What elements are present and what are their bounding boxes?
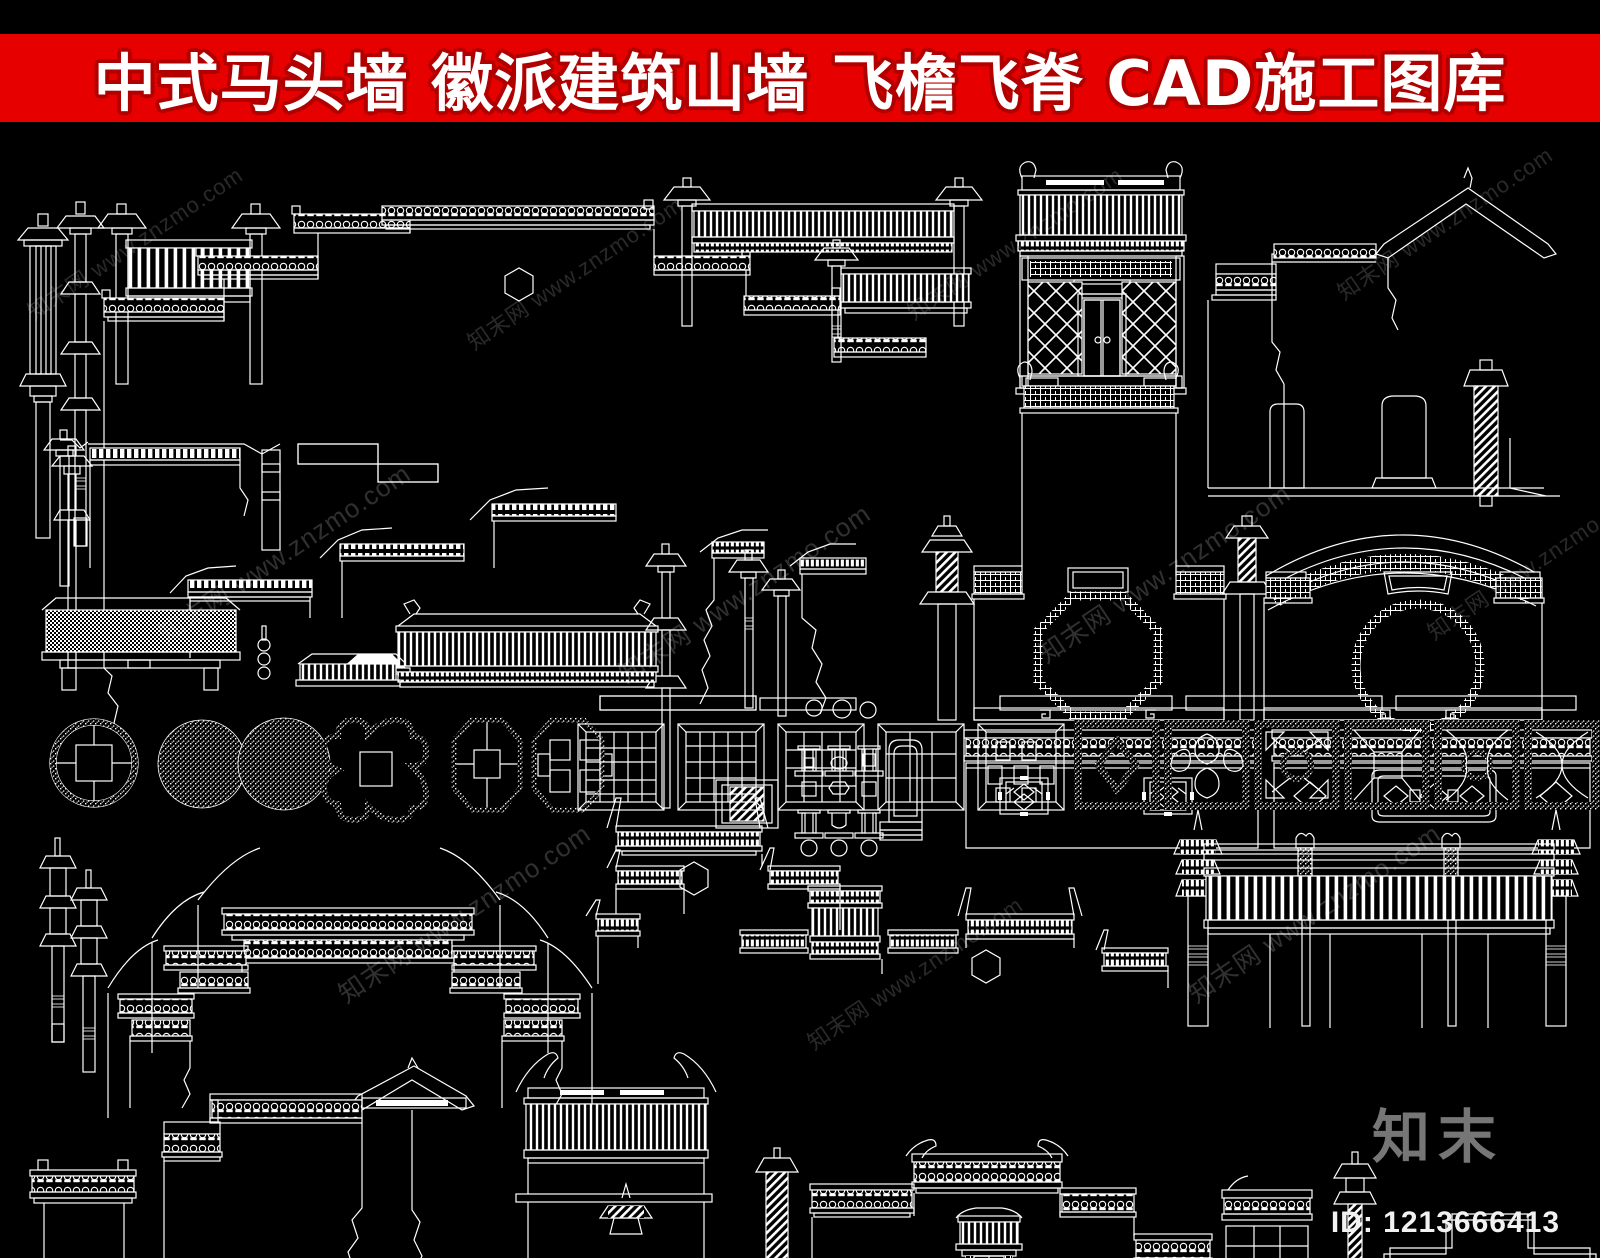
stepped-wall-far-right	[1383, 1213, 1597, 1258]
flying-eave-cornice	[42, 429, 867, 809]
circular-moon-gate-wall	[1263, 534, 1545, 733]
banner-background	[0, 34, 1600, 122]
pavilion-roof-elevation	[515, 1052, 717, 1258]
cad-drawing-canvas	[0, 148, 1600, 1258]
lattice-gate-elevation	[1015, 161, 1187, 395]
roof-tile-detail	[41, 597, 659, 691]
znzmo-logo: 知末	[1371, 1103, 1504, 1171]
gable-wall-bottom	[161, 1056, 476, 1258]
square-motif-blocks	[1074, 720, 1600, 810]
stepped-horse-head-wall	[101, 199, 927, 737]
ornate-finial-columns	[16, 201, 106, 669]
stepped-horse-head-wall-bottom	[585, 797, 1169, 988]
balustrade-railing-2[interactable]	[662, 177, 984, 327]
railing-bench-detail	[29, 1159, 137, 1258]
lattice-door-panel	[1221, 1175, 1313, 1258]
lattice-window-wall	[963, 729, 1593, 849]
square-lattice-patterns	[577, 723, 1065, 811]
courtyard-gate-wall	[754, 1139, 1213, 1258]
roof-boss-ornaments	[599, 695, 1577, 719]
page-title: 中式马头墙 徽派建筑山墙 飞檐飞脊 CAD施工图库	[93, 47, 1507, 120]
title-banner: 中式马头墙 徽派建筑山墙 飞檐飞脊 CAD施工图库	[0, 0, 1600, 148]
multi-tier-horse-head-wall	[107, 847, 593, 1118]
tall-ornate-post	[1332, 1151, 1378, 1258]
asset-id-tag: ID: 1213666413	[1330, 1206, 1560, 1239]
ornate-balustrade-posts[interactable]	[1173, 809, 1581, 1028]
hexagonal-window-opening	[504, 267, 534, 302]
ornate-finial-columns-bottom	[39, 837, 108, 1073]
gable-wall-pitched-roof	[1207, 166, 1560, 507]
small-finial-ornament	[598, 1181, 654, 1235]
octagonal-moon-gate-wall	[918, 361, 1274, 721]
column-base-details	[715, 739, 923, 857]
balustrade-railing-3[interactable]	[813, 239, 972, 363]
round-vent-patterns	[49, 716, 613, 824]
